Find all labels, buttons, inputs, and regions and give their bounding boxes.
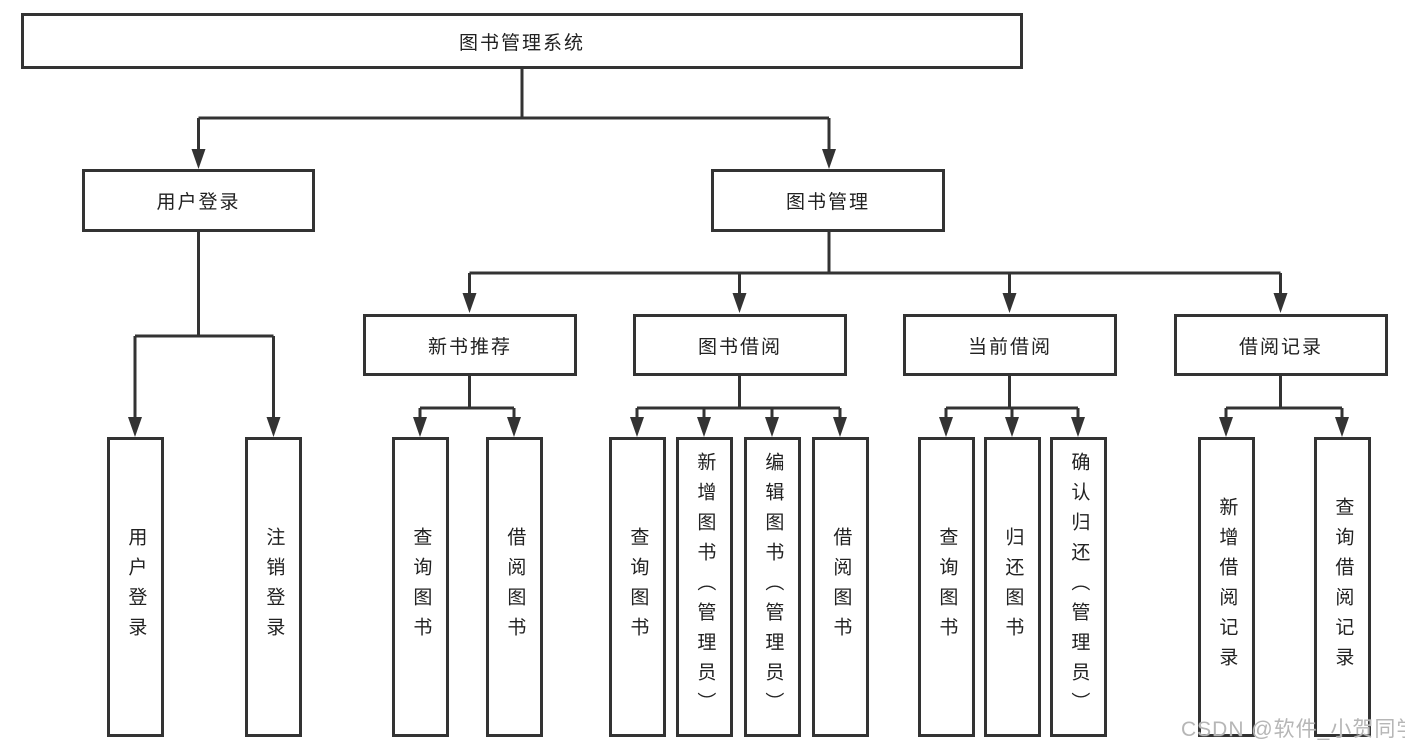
leaf-newbook-borrow-books: 借阅图书 bbox=[486, 437, 543, 737]
node-borrowing-records-label: 借阅记录 bbox=[1238, 336, 1323, 358]
leaf-edit-books-admin: 编辑图书（管理员） bbox=[744, 437, 801, 737]
leaf-logout: 注销登录 bbox=[245, 437, 302, 737]
leaf-query-borrow-record-label: 查询借阅记录 bbox=[1332, 497, 1354, 677]
leaf-return-books-label: 归还图书 bbox=[1002, 527, 1024, 647]
csdn-watermark: CSDN @软件_小贺同学 bbox=[1181, 718, 1405, 741]
leaf-add-borrow-record-label: 新增借阅记录 bbox=[1216, 497, 1238, 677]
leaf-add-borrow-record: 新增借阅记录 bbox=[1198, 437, 1255, 737]
leaf-add-books-admin: 新增图书（管理员） bbox=[676, 437, 733, 737]
leaf-newbook-query-books-label: 查询图书 bbox=[410, 527, 432, 647]
leaf-return-books: 归还图书 bbox=[984, 437, 1041, 737]
leaf-current-query-books-label: 查询图书 bbox=[936, 527, 958, 647]
leaf-user-login-label: 用户登录 bbox=[125, 527, 147, 647]
node-book-borrowing-label: 图书借阅 bbox=[697, 336, 782, 358]
node-root-label: 图书管理系统 bbox=[458, 32, 585, 54]
node-user-login-module-label: 用户登录 bbox=[156, 192, 241, 213]
leaf-current-query-books: 查询图书 bbox=[918, 437, 975, 737]
node-current-borrowing-label: 当前借阅 bbox=[967, 336, 1052, 358]
node-book-borrowing: 图书借阅 bbox=[633, 314, 847, 376]
leaf-borrow-books-label: 借阅图书 bbox=[830, 527, 852, 647]
leaf-newbook-query-books: 查询图书 bbox=[392, 437, 449, 737]
leaf-borrow-books: 借阅图书 bbox=[812, 437, 869, 737]
node-new-book-recommend-label: 新书推荐 bbox=[427, 336, 512, 358]
leaf-confirm-return-admin: 确认归还（管理员） bbox=[1050, 437, 1107, 737]
leaf-add-books-admin-label: 新增图书（管理员） bbox=[694, 452, 716, 722]
node-current-borrowing: 当前借阅 bbox=[903, 314, 1117, 376]
node-root-book-management-system: 图书管理系统 bbox=[21, 13, 1023, 69]
leaf-newbook-borrow-books-label: 借阅图书 bbox=[504, 527, 526, 647]
leaf-borrowing-query-books-label: 查询图书 bbox=[627, 527, 649, 647]
leaf-borrowing-query-books: 查询图书 bbox=[609, 437, 666, 737]
node-new-book-recommend: 新书推荐 bbox=[363, 314, 577, 376]
leaf-user-login: 用户登录 bbox=[107, 437, 164, 737]
leaf-edit-books-admin-label: 编辑图书（管理员） bbox=[762, 452, 784, 722]
node-borrowing-records: 借阅记录 bbox=[1174, 314, 1388, 376]
leaf-logout-label: 注销登录 bbox=[263, 527, 285, 647]
node-book-management-module-label: 图书管理 bbox=[785, 192, 870, 213]
node-user-login-module: 用户登录 bbox=[82, 169, 315, 232]
leaf-confirm-return-admin-label: 确认归还（管理员） bbox=[1068, 452, 1090, 722]
node-book-management-module: 图书管理 bbox=[711, 169, 945, 232]
leaf-query-borrow-record: 查询借阅记录 bbox=[1314, 437, 1371, 737]
